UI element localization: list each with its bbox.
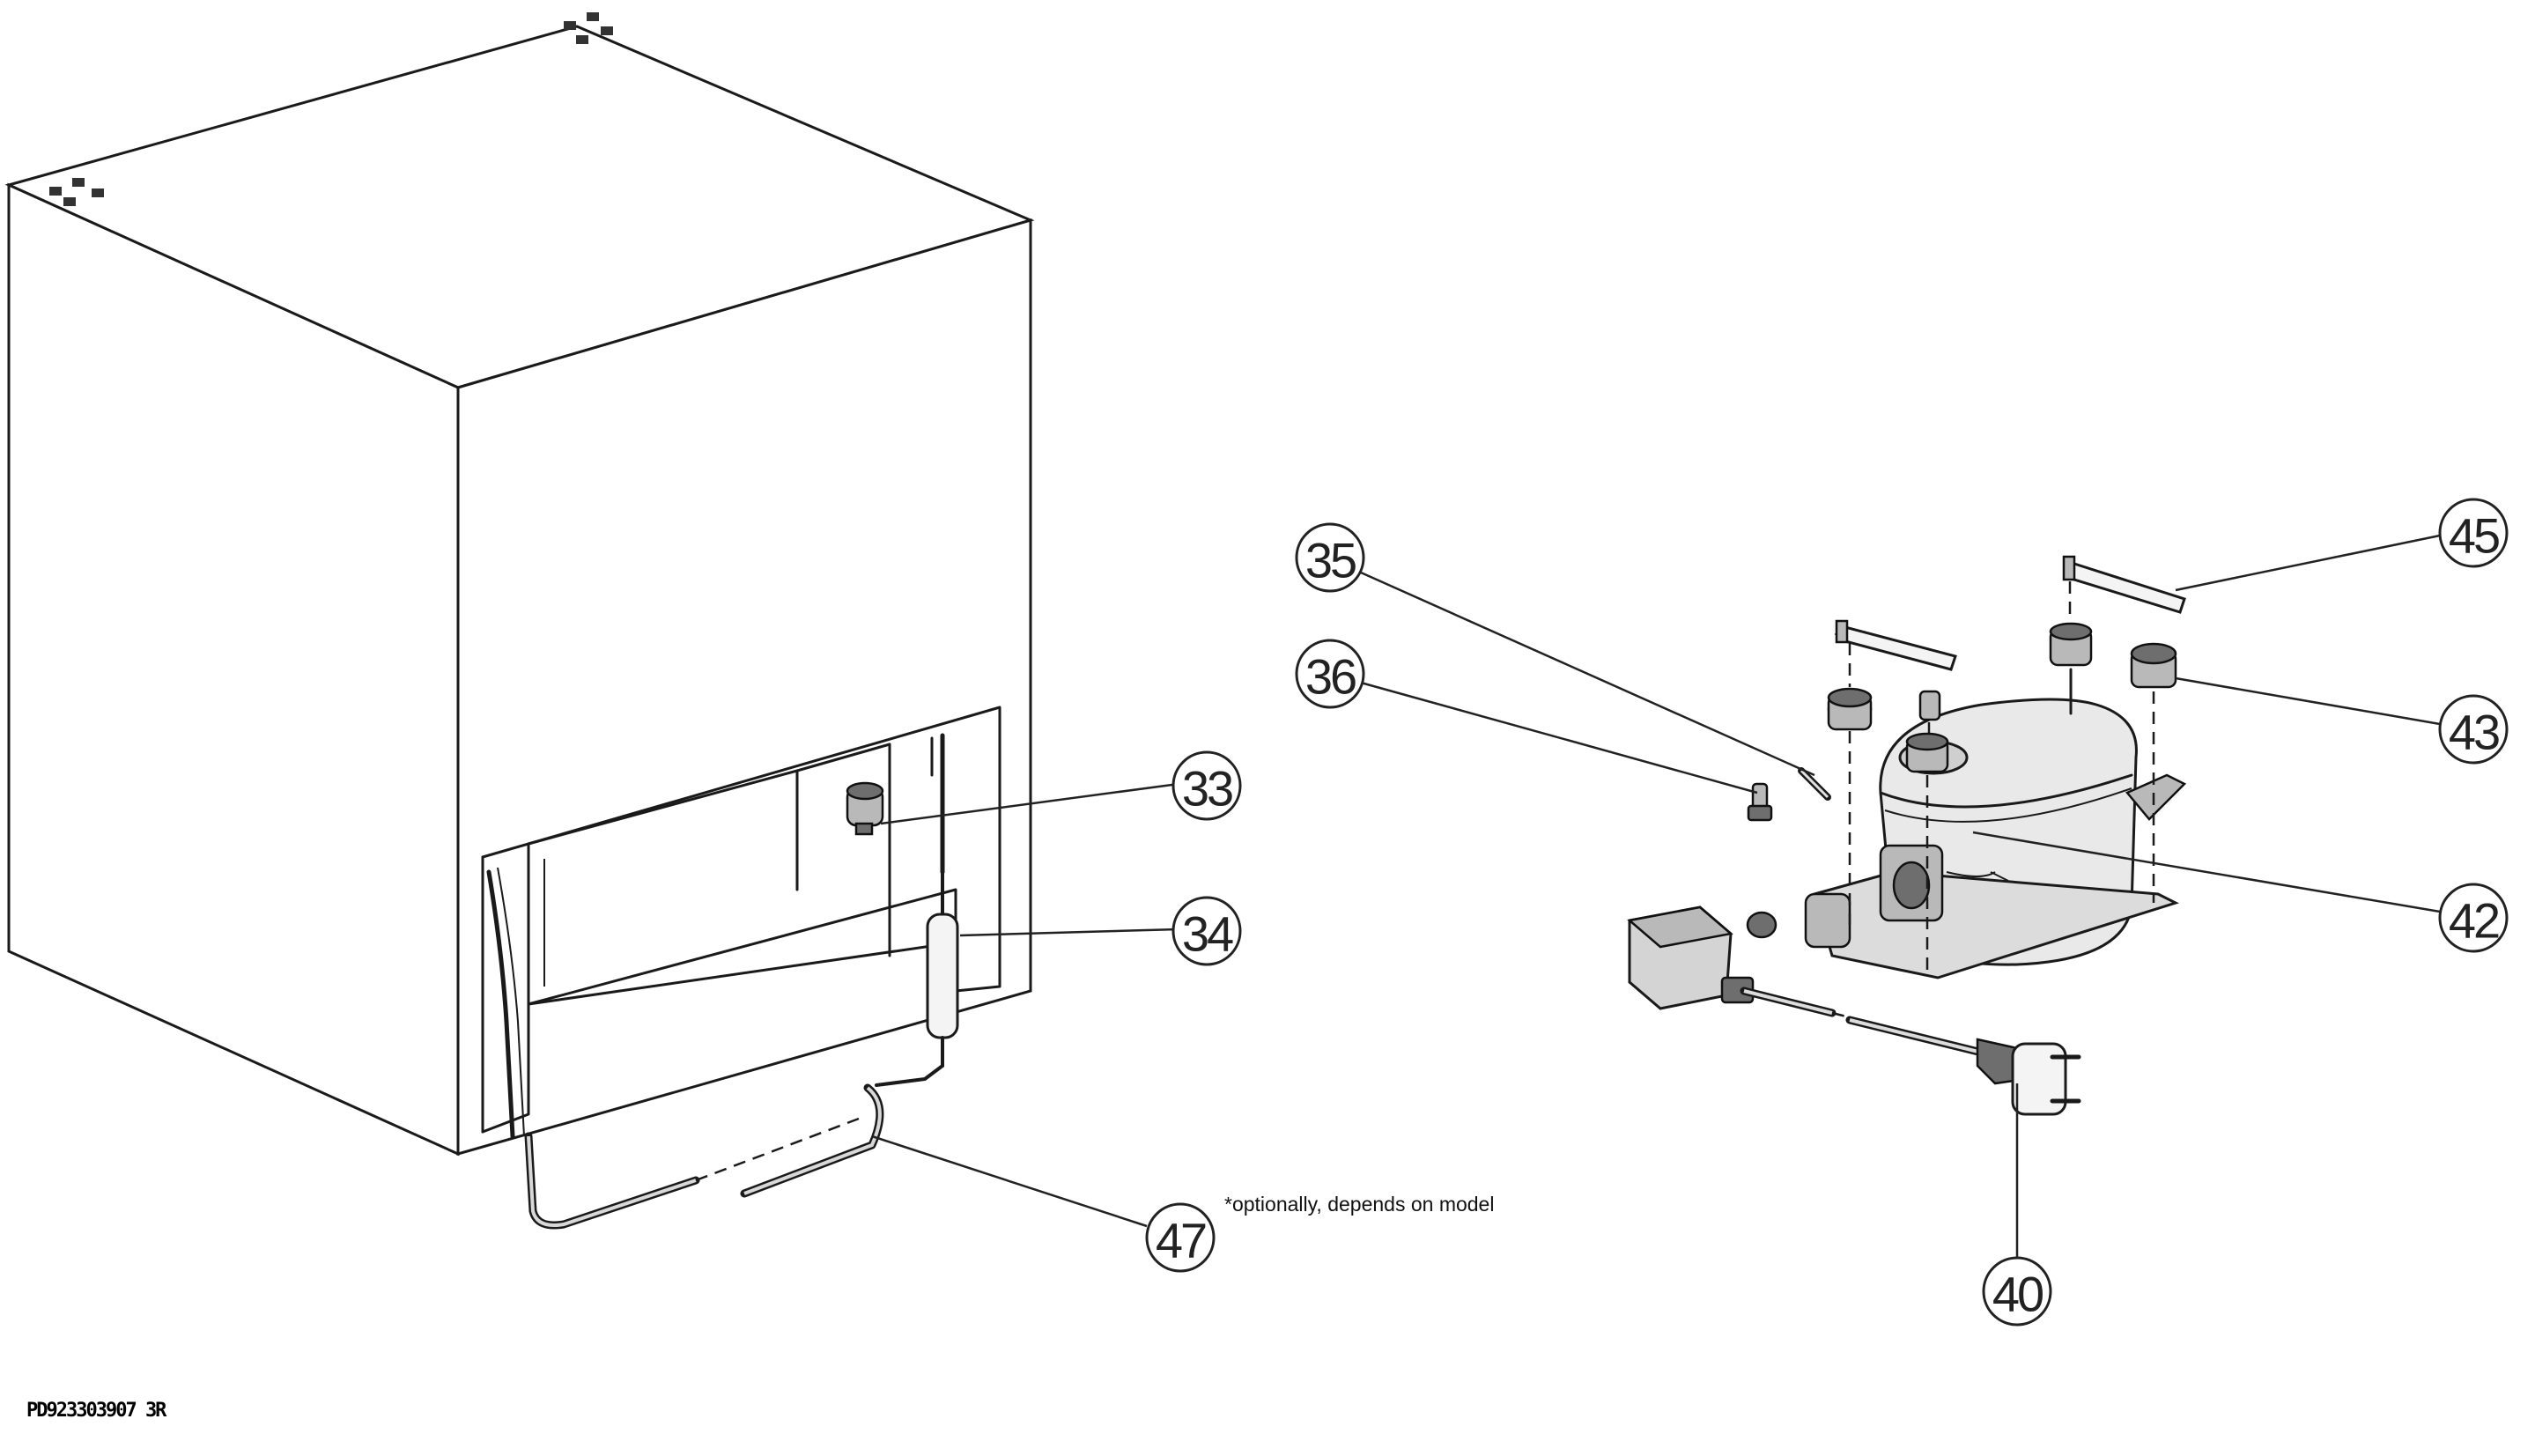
callout-33-label: 33 (1182, 761, 1232, 817)
compressor-assembly (1627, 555, 2187, 1116)
callout-47-label: 47 (1156, 1213, 1206, 1268)
callout-45: 45 (2438, 498, 2509, 568)
part-45-bracket (2049, 555, 2186, 715)
callout-42: 42 (2438, 883, 2509, 953)
mounting-bracket-left (1827, 619, 1957, 978)
callout-43-label: 43 (2449, 705, 2499, 760)
callout-34: 34 (1171, 896, 1242, 966)
part-40-power-cord (1627, 905, 2081, 1116)
leader-lines (871, 534, 2441, 1258)
drawing-code: PD923303907 3R (26, 1400, 167, 1422)
part-42-compressor (1804, 698, 2187, 979)
callout-34-label: 34 (1182, 906, 1233, 962)
callout-40: 40 (1982, 1256, 2052, 1327)
callout-47: 47 (1145, 1202, 1216, 1273)
callout-35-label: 35 (1305, 533, 1356, 588)
part-47-pipe (524, 1083, 884, 1230)
part-36-clip (1747, 782, 1773, 822)
callout-35: 35 (1295, 522, 1365, 593)
optional-note: *optionally, depends on model (1224, 1193, 1494, 1216)
part-43-grommet (2130, 642, 2177, 903)
callout-43: 43 (2438, 694, 2509, 765)
top-mounting-holes (49, 12, 613, 206)
part-34-filter-drier (875, 870, 959, 1087)
callout-33: 33 (1171, 750, 1242, 821)
callout-36-label: 36 (1305, 649, 1356, 705)
callout-45-label: 45 (2449, 508, 2499, 564)
callout-36: 36 (1295, 639, 1365, 709)
callout-42-label: 42 (2449, 893, 2499, 949)
callout-40-label: 40 (1992, 1267, 2043, 1322)
part-33-valve (846, 781, 884, 836)
part-35-pin (1798, 767, 1831, 801)
appliance-cabinet (4, 12, 1035, 1230)
